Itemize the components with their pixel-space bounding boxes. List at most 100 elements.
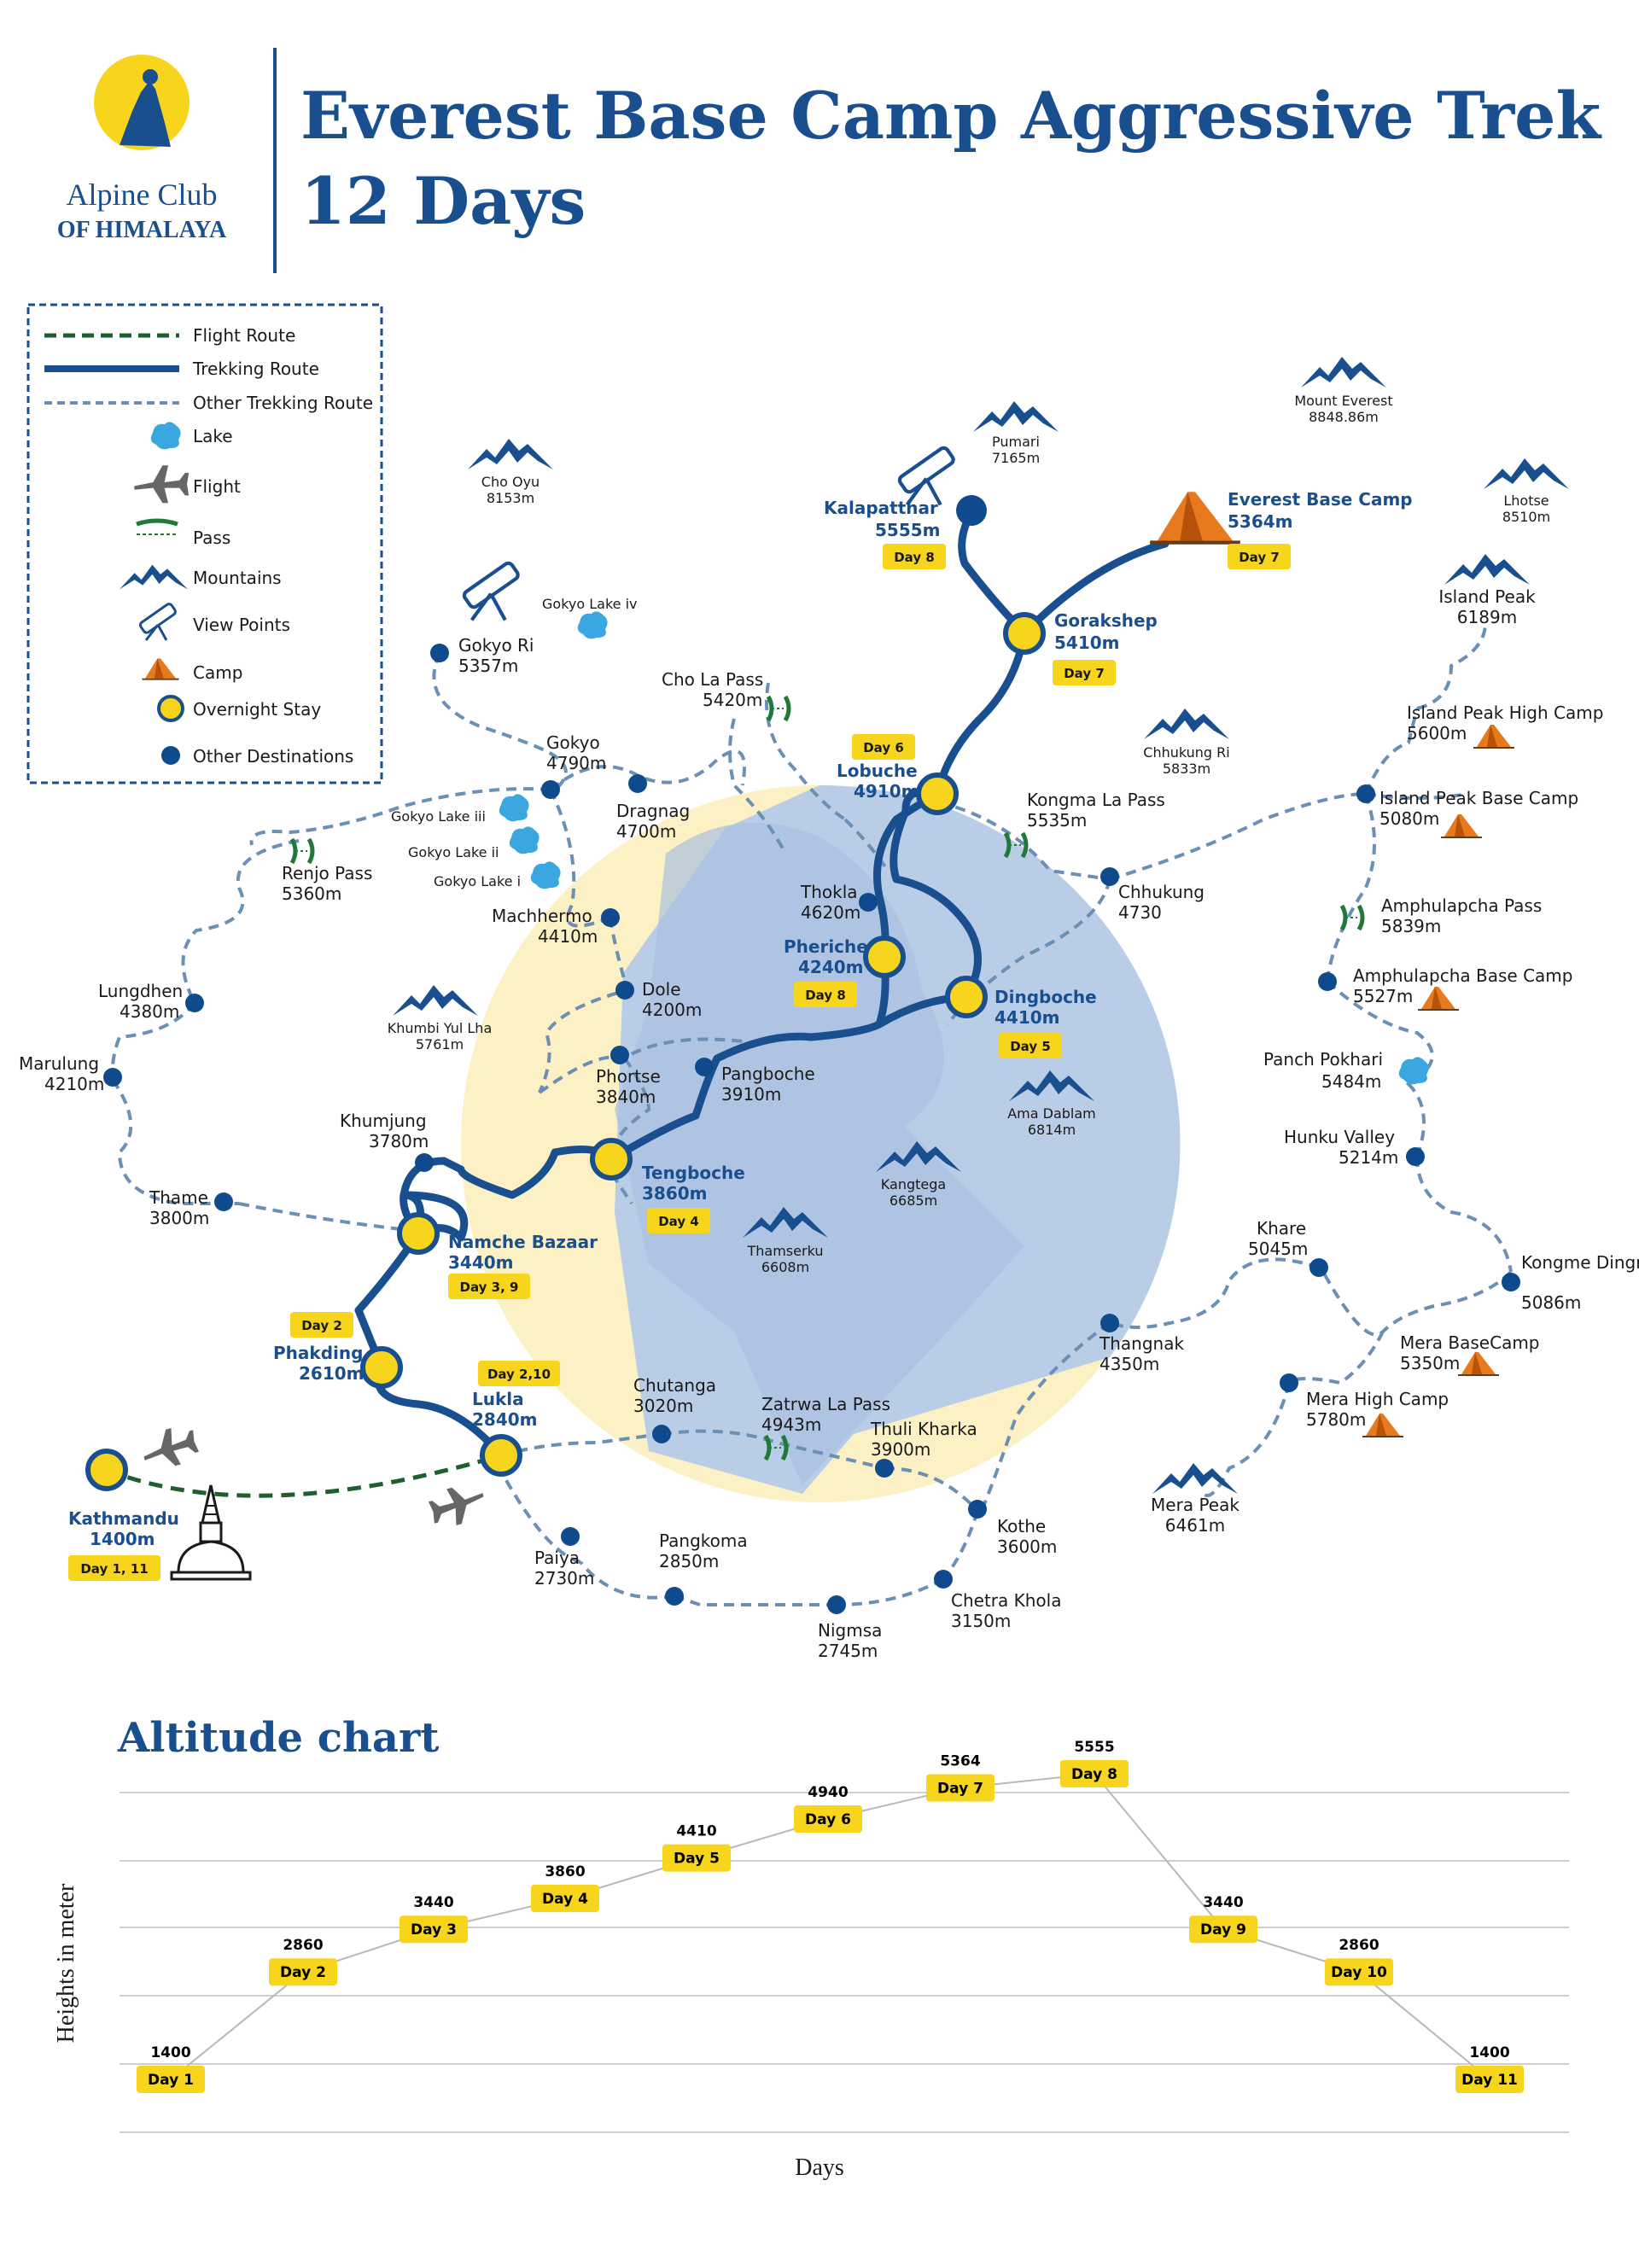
destination-alt: 4620m xyxy=(801,902,860,923)
destination-dot-icon xyxy=(185,994,204,1012)
tent-icon xyxy=(1417,986,1460,1011)
overnight-stay-icon xyxy=(157,695,184,722)
destination-dot-icon xyxy=(875,1459,894,1478)
destination-alt: 4380m xyxy=(120,1001,179,1022)
legend-box xyxy=(26,303,383,784)
mountain-icon xyxy=(393,985,478,1016)
lake-icon xyxy=(1398,1057,1429,1085)
tent-icon xyxy=(1440,813,1483,838)
destination-dot-icon xyxy=(1318,972,1337,991)
brand-logo: Alpine Club OF HIMALAYA xyxy=(57,55,227,243)
stay-name: Dingboche xyxy=(994,987,1097,1007)
x-axis-label: Days xyxy=(795,2154,844,2181)
destination-alt: 3150m xyxy=(951,1611,1011,1631)
mountain-labels: Cho Oyu 8153m Pumari 7165m Mount Everest… xyxy=(388,393,1550,1536)
mountain-name: Pumari xyxy=(992,434,1040,450)
data-point-badge xyxy=(1325,1958,1393,1986)
map-background-circle xyxy=(461,784,1181,1502)
kalapatthar-dot-icon xyxy=(956,495,987,526)
pass-labels: Cho La Pass 5420m Kongma La Pass 5535m R… xyxy=(282,669,1542,1435)
mountain-alt: 8848.86m xyxy=(1309,409,1379,425)
day-badge: Day 6 xyxy=(863,740,904,755)
destination-dot-icon xyxy=(610,1046,629,1064)
day-badge: Day 5 xyxy=(1010,1039,1051,1054)
day-badge: Day 7 xyxy=(1064,666,1105,681)
destination-name: Thokla xyxy=(800,882,858,902)
lake-name: Panch Pokhari xyxy=(1263,1049,1383,1070)
flight-route xyxy=(106,1453,502,1498)
camps xyxy=(1150,492,1515,1437)
overnight-stay-icon xyxy=(1003,612,1046,655)
stay-name: Namche Bazaar xyxy=(448,1232,598,1252)
day-badge: Day 4 xyxy=(658,1214,699,1229)
camp-labels: Island Peak High Camp 5600m Island Peak … xyxy=(1306,703,1603,1430)
destination-alt: 3800m xyxy=(149,1208,209,1228)
legend-label: Lake xyxy=(193,426,233,446)
destination-alt: 3600m xyxy=(997,1536,1057,1557)
tent-icon xyxy=(1362,1413,1404,1437)
destination-labels: Gokyo Ri 5357m Gokyo 4790m Dragnag 4700m… xyxy=(19,635,1639,1661)
destination-name: Thuli Kharka xyxy=(870,1419,977,1439)
stay-name: Pheriche xyxy=(784,936,868,957)
stay-alt: 4910m xyxy=(854,781,919,802)
mountain-icon xyxy=(468,439,553,469)
destination-dot-icon xyxy=(103,1068,122,1087)
legend-label: Mountains xyxy=(193,568,282,588)
data-label: 5555 xyxy=(1074,1739,1114,1756)
destination-name: Hunku Valley xyxy=(1284,1127,1395,1147)
lake-alt: 5484m xyxy=(1321,1071,1381,1092)
mountain-icon xyxy=(973,401,1059,432)
camp-alt: 5780m xyxy=(1306,1409,1366,1430)
destination-dot-icon xyxy=(161,746,180,765)
everest-base-camp-tent-icon xyxy=(1150,492,1240,542)
destination-name: Chhukung xyxy=(1118,882,1204,902)
data-point-badge xyxy=(794,1804,862,1833)
mountain-name: Kangtega xyxy=(881,1176,946,1192)
stay-name: Everest Base Camp xyxy=(1228,489,1413,510)
legend-label: Camp xyxy=(193,662,242,683)
mountain-name: Ama Dablam xyxy=(1007,1105,1096,1122)
overnight-stay-icon xyxy=(916,773,959,815)
stay-alt: 5364m xyxy=(1228,511,1293,532)
mountain-alt: 6461m xyxy=(1165,1515,1225,1536)
destination-dot-icon xyxy=(665,1587,684,1606)
mountain-icon xyxy=(1144,708,1229,739)
destination-alt: 4350m xyxy=(1099,1354,1159,1374)
stay-alt: 2610m xyxy=(299,1363,365,1384)
page-title-line2: 12 Days xyxy=(300,163,586,239)
overnight-stays xyxy=(85,612,1046,1491)
destination-name: Lungdhen xyxy=(98,981,183,1001)
lake-icon xyxy=(509,826,540,854)
telescope-icon xyxy=(462,561,520,621)
data-label: 3440 xyxy=(1203,1894,1243,1911)
destination-alt: 5214m xyxy=(1339,1147,1398,1168)
day-badge: Day 8 xyxy=(805,988,846,1003)
stay-alt: 1400m xyxy=(90,1529,155,1549)
stay-alt: 5410m xyxy=(1054,633,1120,653)
pass-alt: 5360m xyxy=(282,883,341,904)
overnight-stay-icon xyxy=(863,936,906,978)
mountain-icon xyxy=(1444,554,1530,585)
tent-icon xyxy=(1457,1351,1500,1376)
legend-label: Trekking Route xyxy=(192,359,319,379)
stay-name: Gorakshep xyxy=(1054,610,1158,631)
lake-name: Gokyo Lake i xyxy=(434,873,521,889)
category-label: Day 9 xyxy=(1200,1921,1246,1939)
destination-name: Khumjung xyxy=(340,1111,427,1131)
category-label: Day 7 xyxy=(937,1780,983,1797)
pass-alt: 4943m xyxy=(761,1414,821,1435)
destination-alt: 4700m xyxy=(616,821,676,842)
camp-name: Mera BaseCamp xyxy=(1400,1332,1540,1353)
airplanes xyxy=(143,1428,484,1525)
pass-name: Zatrwa La Pass xyxy=(761,1394,890,1414)
category-label: Day 1 xyxy=(148,2072,194,2089)
data-point-badge xyxy=(662,1844,731,1872)
destination-dot-icon xyxy=(1309,1258,1328,1277)
day-badges: Day 1, 11 Day 2,10 Day 2 Day 3, 9 Day 4 … xyxy=(68,544,1291,1581)
stay-alt: 5555m xyxy=(875,520,941,540)
camp-name: Amphulapcha Base Camp xyxy=(1353,965,1572,986)
data-label: 3860 xyxy=(545,1863,585,1880)
stay-name: Kalapatthar xyxy=(824,498,938,518)
legend-label: Overnight Stay xyxy=(193,699,321,720)
